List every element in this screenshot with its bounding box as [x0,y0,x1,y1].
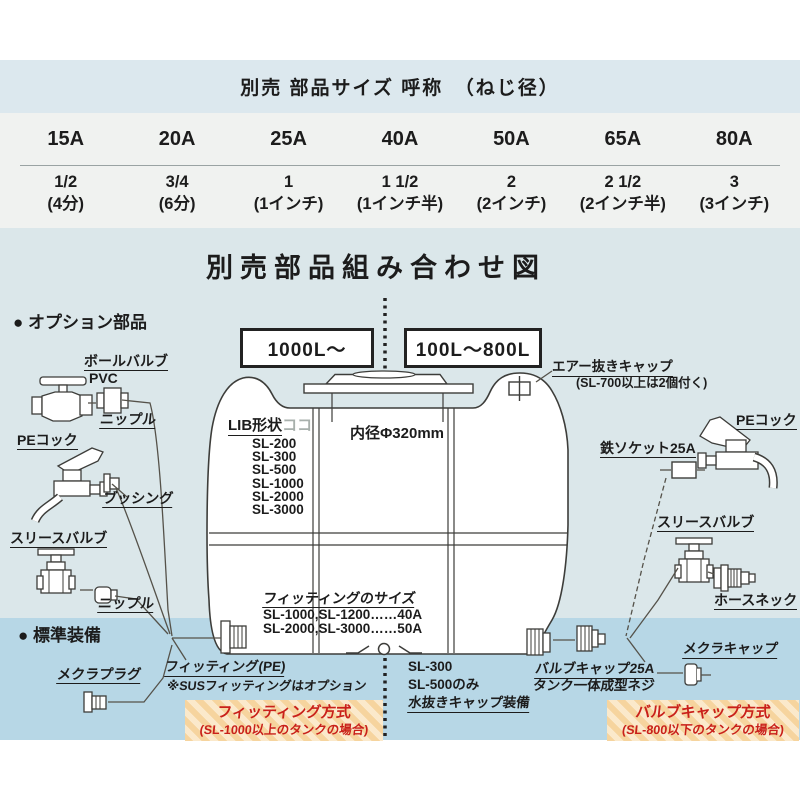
pe-cock-left-label: PEコック [17,432,78,451]
sleeve-valve-left-label: スリースバルブ [10,530,108,549]
size-cell: 25A [270,128,307,150]
sleeve-valve-left-icon [36,548,76,594]
inch-cell: 1(1インチ) [253,173,324,213]
capacity-box-small: 100L〜800L [404,328,542,368]
inch-cell: 1/2(4分) [47,173,85,213]
drain-cap-icon [346,642,422,656]
capacity-box-large: 1000L〜 [240,328,374,368]
air-vent-cap-icon [508,376,531,401]
bushing-label: ブッシング [102,490,174,509]
tank-model: SL-1000 [252,475,304,491]
valve-cap-method-box: バルブキャップ方式 (SL-800以下のタンクの場合) [607,700,799,741]
size-cell: 40A [381,128,419,150]
inch-row: 1/2(4分) 3/4(6分) 1(1インチ) 1 1/2(1インチ半) 2(2… [10,172,790,216]
inch-cell: 1 1/2(1インチ半) [356,173,444,213]
leader-lines [80,370,715,703]
sleeve-valve-right-label: スリースバルブ [657,514,755,533]
inch-cell: 3/4(6分) [158,173,196,213]
hose-neck-label: ホースネック [714,592,798,611]
inner-diameter-label: 内径Φ320mm [350,425,445,442]
fitting-size-rows: SL-1000,SL-1200……40A SL-2000,SL-3000……50… [263,607,423,636]
fitting-pe-icon [220,620,247,654]
sus-option-note: ※SUSフィッティングはオプション [166,679,368,693]
table-divider [20,165,780,166]
nipple-top-label: ニップル [99,411,157,430]
nipple-bottom-icon [94,586,118,604]
ball-valve-label: ボールバルブ [84,353,168,372]
iron-socket-icon [671,461,697,479]
tank-screw-note: タンク一体成型ネジ [532,678,656,693]
bushing-icon [103,473,120,493]
size-cell: 80A [715,128,753,150]
inch-cell: 2(2インチ) [476,173,547,213]
air-cap-label: エアー抜きキャップ [552,359,673,377]
fitting-method-box: フィッティング方式 (SL-1000以上のタンクの場合) [185,700,383,741]
options-section-heading: ● オプション部品 [13,313,147,332]
size-row: 15A 20A 25A 40A 50A 65A 80A [10,128,790,151]
drain-models-note: SL-300 SL-500のみ 水抜きキャップ装備 [407,659,530,713]
size-cell: 20A [158,128,196,150]
size-table-body: 15A 20A 25A 40A 50A 65A 80A 1/2(4分) 3/4(… [0,113,800,228]
size-cell: 65A [604,128,642,150]
blind-plug-label: メクラプラグ [56,666,142,685]
fitting-pe-label: フィッティング(PE) [164,659,286,677]
tank-model: SL-200 [252,436,297,451]
sleeve-valve-right-icon [674,537,714,583]
tank-model: SL-500 [252,462,297,478]
tank-lid [303,370,474,422]
hose-neck-icon [713,564,756,592]
size-cell: 50A [493,128,530,150]
inch-cell: 2 1/2(2インチ半) [579,173,666,213]
standard-section-heading: ● 標準装備 [18,626,101,645]
blind-plug-icon [83,691,107,713]
tank-model: SL-2000 [252,488,304,504]
blind-cap-label: メクラキャップ [682,641,778,659]
tank-body [206,372,569,655]
size-table-title: 別売 部品サイズ 呼称 （ねじ径） [240,78,560,99]
valve-cap-icon [576,625,606,652]
tank-model: SL-300 [252,449,297,465]
size-cell: 15A [47,128,85,150]
air-cap-note: (SL-700以上は2個付く) [576,376,708,390]
tank-model: SL-3000 [252,502,304,518]
blind-cap-icon [684,663,702,686]
right-outlet-icon [526,628,551,656]
tank-model-list: SL-200 SL-300 SL-500 SL-1000 SL-2000 SL-… [252,436,304,518]
valve-cap-label: バルブキャップ25A [534,661,655,679]
ball-valve-icon [31,376,93,422]
iron-socket-label: 鉄ソケット25A [600,440,696,459]
diagram-title: 別売部品組み合わせ図 [206,253,546,283]
tank-shape-label: LIB形状ココ [228,417,313,436]
nipple-bottom-label: ニップル [97,595,155,614]
fitting-size-title: フィッティングのサイズ [262,590,416,609]
inch-cell: 3(3インチ) [699,173,770,213]
pe-cock-right-label: PEコック [736,412,797,431]
pvc-label: PVC [89,370,118,386]
size-table-header-band: 別売 部品サイズ 呼称 （ねじ径） [0,60,800,113]
pe-cock-left-icon [30,447,108,524]
pe-cock-right-icon [697,416,778,489]
